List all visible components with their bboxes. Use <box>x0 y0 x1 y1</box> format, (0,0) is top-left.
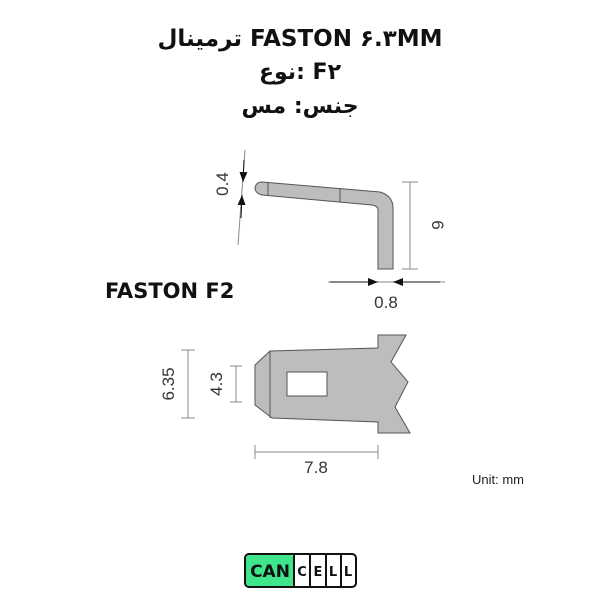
svg-text:L: L <box>344 565 352 580</box>
dim-hole: 4.3 <box>207 372 226 396</box>
svg-text:C: C <box>297 565 307 580</box>
side-profile <box>254 181 394 270</box>
title: ترمینال FASTON ۶.۳MM <box>157 26 443 52</box>
dim-length: 7.8 <box>304 458 328 477</box>
dim-width: 0.8 <box>374 293 398 312</box>
hole <box>286 371 328 397</box>
side-label: FASTON F2 <box>105 279 234 303</box>
top-profile <box>254 334 411 434</box>
dim-thickness: 0.4 <box>213 172 232 196</box>
svg-text:E: E <box>314 565 323 580</box>
dim-height: 6 <box>428 220 447 229</box>
unit-label: Unit: mm <box>472 472 524 487</box>
cancell-logo: CAN C E L L <box>244 553 357 588</box>
svg-text:L: L <box>329 565 337 580</box>
material-label: جنس: مس <box>241 94 359 119</box>
dim-overall-width: 6.35 <box>159 367 178 400</box>
type-label: نوع: F۲ <box>258 60 341 85</box>
svg-text:CAN: CAN <box>250 562 290 582</box>
